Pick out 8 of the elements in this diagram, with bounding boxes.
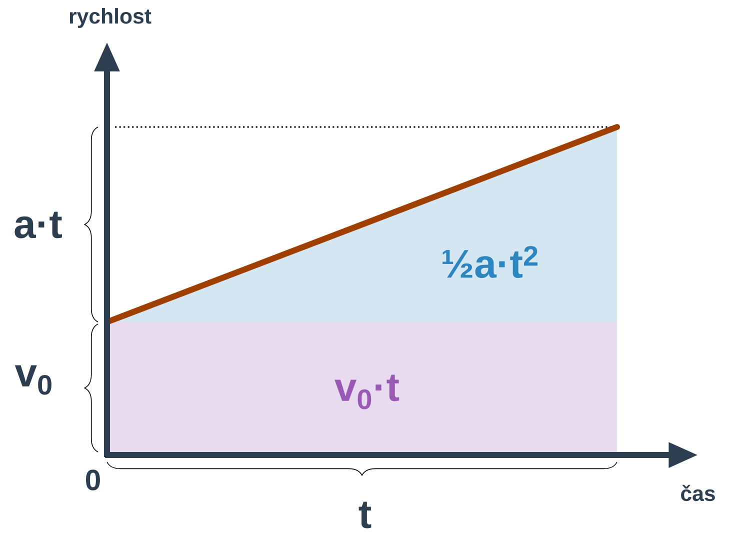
brace-label: t xyxy=(358,502,372,528)
origin-label: 0 xyxy=(86,470,100,490)
rectangle-area: v$_{0}$·t xyxy=(107,322,617,452)
axis-label: čas xyxy=(681,484,715,502)
triangle-area: ½a·t$^{2}$ xyxy=(104,124,620,325)
brace-label: a·t xyxy=(14,212,62,238)
axis-label: rychlost xyxy=(70,8,152,28)
brace-label: v$_{0}$ xyxy=(14,365,52,395)
